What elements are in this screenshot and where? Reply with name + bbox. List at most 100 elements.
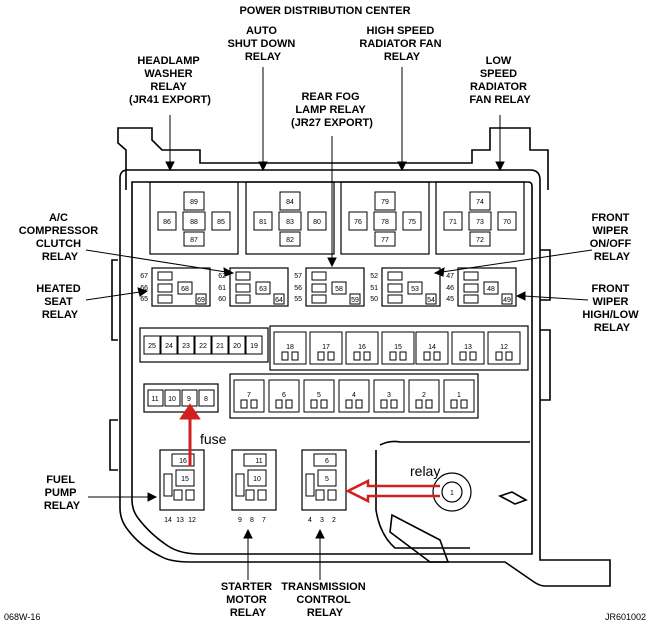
- svg-text:21: 21: [216, 343, 224, 350]
- pin-label: 87: [190, 237, 198, 244]
- pin-label: 53: [411, 286, 419, 293]
- pin-label: 3: [320, 517, 324, 524]
- heated-seat-relay[interactable]: 67 66 65 68 69: [140, 267, 211, 307]
- fuse-20[interactable]: 20: [228, 335, 246, 355]
- fuse-6[interactable]: 6: [268, 379, 300, 413]
- rear-fog-lamp-relay[interactable]: 57 56 55 58 59: [294, 267, 365, 307]
- label-ac-compressor-clutch-relay: A/C COMPRESSOR CLUTCH RELAY: [19, 212, 102, 263]
- drawing-code-right: JR601002: [605, 612, 646, 622]
- fuse-4[interactable]: 4: [338, 379, 370, 413]
- fuse-5[interactable]: 5: [303, 379, 335, 413]
- label-auto-shutdown-relay: AUTO SHUT DOWN RELAY: [228, 25, 299, 63]
- svg-text:20: 20: [233, 343, 241, 350]
- label-low-speed-fan-relay: LOW SPEED RADIATOR FAN RELAY: [469, 55, 531, 106]
- pin-label: 75: [408, 219, 416, 226]
- svg-text:6: 6: [282, 392, 286, 399]
- label-rear-fog-lamp-relay: REAR FOG LAMP RELAY (JR27 EXPORT): [291, 91, 373, 129]
- label-headlamp-washer-relay: HEADLAMP WASHER RELAY (JR41 EXPORT): [129, 55, 211, 106]
- pdc-housing: [109, 127, 611, 587]
- label-high-speed-fan-relay: HIGH SPEED RADIATOR FAN RELAY: [359, 25, 444, 63]
- pin-label: 60: [218, 296, 226, 303]
- pin-label: 9: [238, 517, 242, 524]
- pin-label: 15: [181, 476, 189, 483]
- svg-text:9: 9: [187, 396, 191, 403]
- pin-label: 67: [140, 273, 148, 280]
- label-fuel-pump-relay: FUEL PUMP RELAY: [44, 474, 81, 512]
- pin-label: 47: [446, 273, 454, 280]
- svg-text:16: 16: [358, 344, 366, 351]
- pin-label: 82: [286, 237, 294, 244]
- pin-label: 85: [217, 219, 225, 226]
- pin-label: 62: [218, 273, 226, 280]
- ac-compressor-clutch-relay[interactable]: 62 61 60 63 64: [218, 267, 289, 307]
- bottom-relay-row: 16 15 14 13 12 11 10 9 8 7 6 5: [159, 449, 347, 524]
- svg-text:10: 10: [168, 396, 176, 403]
- fuse-14[interactable]: 14: [415, 331, 449, 365]
- fuse-7[interactable]: 7: [233, 379, 265, 413]
- fuse-21[interactable]: 21: [211, 335, 229, 355]
- pin-label: 79: [381, 199, 389, 206]
- pin-label: 7: [262, 517, 266, 524]
- fuse-8[interactable]: 8: [198, 389, 215, 407]
- label-heated-seat-relay: HEATED SEAT RELAY: [36, 283, 83, 321]
- fuse-19[interactable]: 19: [245, 335, 263, 355]
- fuse-15[interactable]: 15: [381, 331, 415, 365]
- label-front-wiper-high-low-relay: FRONT WIPER HIGH/LOW RELAY: [582, 283, 641, 334]
- fuse-18[interactable]: 18: [273, 331, 307, 365]
- fuse-2[interactable]: 2: [408, 379, 440, 413]
- svg-text:1: 1: [457, 392, 461, 399]
- fuse-1[interactable]: 1: [443, 379, 475, 413]
- pin-label: 13: [176, 517, 184, 524]
- fuse-3[interactable]: 3: [373, 379, 405, 413]
- fuse-25[interactable]: 25: [143, 335, 161, 355]
- fuse-17[interactable]: 17: [309, 331, 343, 365]
- large-relay-row: 89 86 88 85 87 84 81 83 80 82 79: [149, 181, 525, 255]
- pin-label: 54: [427, 297, 435, 304]
- fuse-12[interactable]: 12: [487, 331, 521, 365]
- relay-annotation: relay: [410, 463, 440, 479]
- fuse-24[interactable]: 24: [160, 335, 178, 355]
- label-front-wiper-onoff-relay: FRONT WIPER ON/OFF RELAY: [590, 212, 635, 263]
- pin-label: 52: [370, 273, 378, 280]
- pin-label: 74: [476, 199, 484, 206]
- diagram-title: POWER DISTRIBUTION CENTER: [239, 5, 410, 17]
- fuse-16[interactable]: 16: [345, 331, 379, 365]
- starter-motor-relay[interactable]: 11 10 9 8 7: [231, 449, 277, 524]
- pin-label: 70: [503, 219, 511, 226]
- pin-label: 14: [164, 517, 172, 524]
- svg-text:11: 11: [151, 396, 158, 403]
- leader-lines: [85, 67, 593, 580]
- fuse-23[interactable]: 23: [177, 335, 195, 355]
- svg-text:17: 17: [322, 344, 330, 351]
- fuse-22[interactable]: 22: [194, 335, 212, 355]
- fuse-9[interactable]: 9: [181, 389, 198, 407]
- connector-number: 1: [450, 490, 454, 497]
- svg-text:23: 23: [182, 343, 190, 350]
- low-speed-fan-relay[interactable]: 74 71 73 70 72: [435, 181, 525, 255]
- transmission-control-relay[interactable]: 6 5 4 3 2: [301, 449, 347, 524]
- fuse-block-left: 25 24 23 22 21 20 19: [139, 327, 269, 363]
- fuel-pump-relay[interactable]: 16 15 14 13 12: [159, 449, 205, 524]
- fuse-13[interactable]: 13: [451, 331, 485, 365]
- high-speed-fan-relay[interactable]: 79 76 78 75 77: [340, 181, 430, 255]
- svg-text:14: 14: [428, 344, 436, 351]
- fuse-10[interactable]: 10: [164, 389, 181, 407]
- connector-1[interactable]: 1: [432, 472, 472, 512]
- pin-label: 11: [255, 458, 262, 465]
- front-wiper-high-low-relay[interactable]: 47 46 45 48 49: [446, 267, 517, 307]
- pin-label: 66: [140, 285, 148, 292]
- fuse-11[interactable]: 11: [147, 389, 164, 407]
- relay-indicator-arrow: [345, 478, 440, 504]
- auto-shutdown-relay[interactable]: 84 81 83 80 82: [245, 181, 335, 255]
- pin-label: 59: [351, 297, 359, 304]
- svg-text:18: 18: [286, 344, 294, 351]
- pin-label: 10: [253, 476, 261, 483]
- headlamp-washer-relay[interactable]: 89 86 88 85 87: [149, 181, 239, 255]
- svg-text:15: 15: [394, 344, 402, 351]
- label-transmission-control-relay: TRANSMISSION CONTROL RELAY: [281, 581, 368, 619]
- front-wiper-onoff-relay[interactable]: 52 51 50 53 54: [370, 267, 441, 307]
- pin-label: 68: [181, 286, 189, 293]
- pin-label: 45: [446, 296, 454, 303]
- pin-label: 80: [313, 219, 321, 226]
- pin-label: 86: [163, 219, 171, 226]
